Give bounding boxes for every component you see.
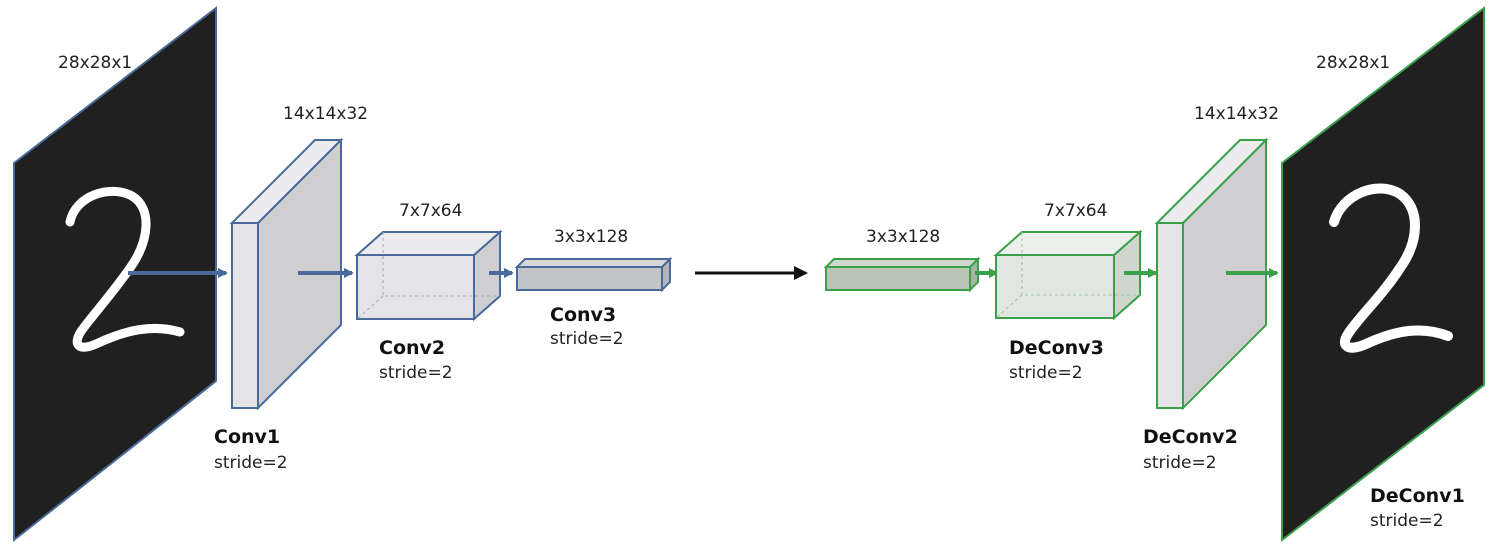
conv2-stride-label: stride=2 — [379, 363, 453, 383]
conv1-stride-label: stride=2 — [214, 453, 288, 473]
conv3-front-face — [516, 266, 663, 291]
conv2-hidden-edges — [356, 232, 500, 320]
conv1-front-face — [231, 222, 259, 409]
deconv3-block: 7x7x64 DeConv3 stride=2 — [993, 201, 1143, 383]
conv2-front-face — [356, 254, 475, 320]
input-dims-label: 28x28x1 — [58, 53, 132, 73]
deconv1-stride-label: stride=2 — [1370, 511, 1444, 531]
input-digit-stroke — [65, 186, 185, 352]
conv2-name-label: Conv2 — [379, 337, 445, 359]
conv3-top-face — [514, 258, 673, 268]
conv2-block: 7x7x64 Conv2 stride=2 — [354, 201, 503, 383]
latent-top-face — [823, 258, 981, 268]
conv3-name-label: Conv3 — [550, 304, 616, 326]
deconv1-name-label: DeConv1 — [1370, 485, 1465, 507]
deconv2-name-label: DeConv2 — [1143, 426, 1238, 448]
latent-dims-label: 3x3x128 — [866, 227, 940, 247]
output-panel — [1281, 5, 1485, 543]
conv1-name-label: Conv1 — [214, 426, 280, 448]
conv2-dims-label: 7x7x64 — [399, 201, 462, 221]
deconv2-front-face — [1156, 222, 1184, 409]
deconv3-hidden-edges — [995, 232, 1140, 319]
conv3-stride-label: stride=2 — [550, 329, 624, 349]
deconv2-stride-label: stride=2 — [1143, 453, 1217, 473]
conv3-dims-label: 3x3x128 — [554, 227, 628, 247]
output-image: 28x28x1 DeConv1 stride=2 — [1281, 5, 1485, 543]
deconv2-dims-label: 14x14x32 — [1194, 104, 1279, 124]
output-digit-stroke — [1329, 183, 1453, 353]
deconv2-block: 14x14x32 DeConv2 stride=2 — [1143, 104, 1279, 473]
deconv3-top-face — [993, 231, 1143, 256]
input-image: 28x28x1 — [13, 5, 217, 543]
latent-block: 3x3x128 — [823, 227, 981, 293]
output-dims-label: 28x28x1 — [1316, 53, 1390, 73]
deconv3-front-face — [995, 254, 1115, 319]
conv1-dims-label: 14x14x32 — [283, 104, 368, 124]
deconv3-dims-label: 7x7x64 — [1044, 201, 1107, 221]
deconv3-name-label: DeConv3 — [1009, 337, 1104, 359]
conv1-block: 14x14x32 Conv1 stride=2 — [214, 104, 368, 473]
latent-front-face — [825, 266, 971, 291]
deconv3-stride-label: stride=2 — [1009, 363, 1083, 383]
input-panel — [13, 5, 217, 543]
conv3-block: 3x3x128 Conv3 stride=2 — [514, 227, 673, 349]
conv2-top-face — [354, 231, 503, 256]
